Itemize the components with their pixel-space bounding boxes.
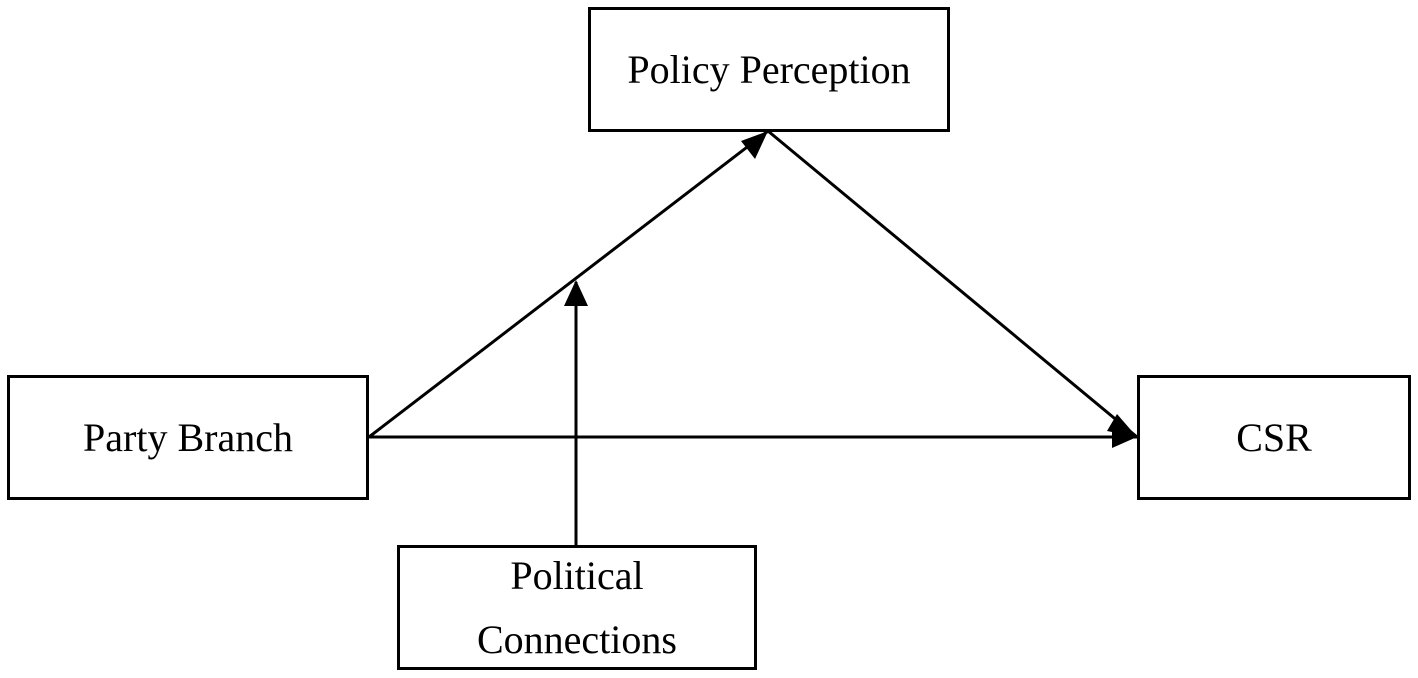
edge-policy-to-csr <box>767 129 1138 439</box>
csr-box: CSR <box>1137 375 1411 500</box>
political-connections-label-line1: Political <box>510 552 644 598</box>
political-connections-label-line2: Connections <box>477 616 677 662</box>
edge-party-to-policy <box>368 129 769 439</box>
arrowhead-policy <box>741 131 768 159</box>
party-branch-box: Party Branch <box>7 375 369 500</box>
arrowhead-csr-horizontal <box>1112 426 1137 448</box>
political-connections-box: Political Connections <box>397 545 757 670</box>
policy-perception-box: Policy Perception <box>588 7 950 132</box>
csr-label: CSR <box>1236 414 1312 460</box>
policy-perception-label: Policy Perception <box>627 46 911 92</box>
arrowhead-moderation <box>564 280 588 306</box>
party-branch-label: Party Branch <box>83 414 293 460</box>
